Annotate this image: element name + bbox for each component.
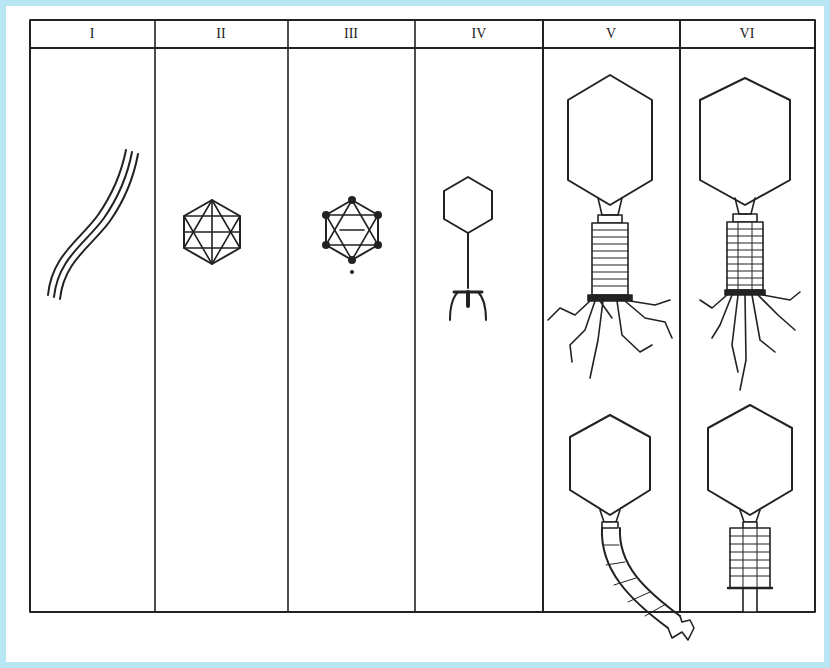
short-tailed-phage [444, 177, 492, 320]
column-number: VI [740, 26, 755, 42]
capsid-with-knobs [322, 196, 382, 274]
column-number: II [216, 26, 225, 42]
column-number: III [344, 26, 358, 42]
icosahedral-capsid [184, 200, 240, 264]
contracted-tail-phage [708, 405, 792, 612]
contractile-tail-phage [548, 75, 672, 378]
column-number: IV [472, 26, 487, 42]
long-flexible-tail-phage [570, 415, 694, 640]
filamentous-phage [48, 150, 138, 299]
contractile-tail-phage [700, 78, 800, 390]
table-grid [30, 20, 815, 612]
column-number: I [90, 26, 95, 42]
column-number: V [606, 26, 616, 42]
